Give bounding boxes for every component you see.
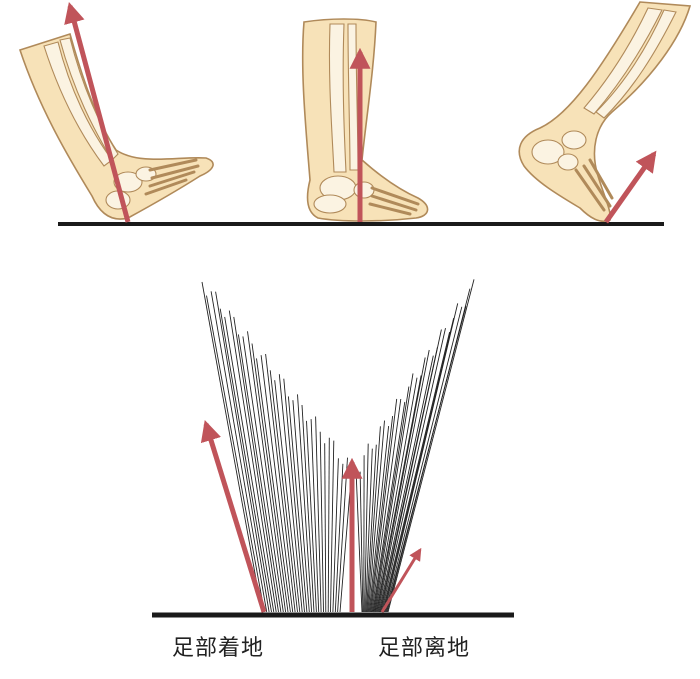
fan-line — [216, 292, 270, 612]
fan-line — [383, 332, 450, 612]
fan-line — [261, 355, 293, 612]
fan-line — [328, 438, 329, 612]
foot-toe-off-icon — [519, 2, 690, 221]
fan-line — [384, 318, 454, 612]
fan-line — [385, 307, 462, 612]
foot-midstance-icon — [303, 19, 428, 221]
fan-line — [331, 441, 334, 612]
fan-line — [333, 458, 339, 612]
fan-line — [384, 303, 457, 612]
foot-heel-strike-icon — [20, 34, 213, 219]
fan-line — [376, 376, 421, 613]
fan-lines-foot-off — [356, 279, 474, 612]
fan-lines-foot-strike — [202, 282, 352, 612]
foot-off-label: 足部离地 — [378, 630, 470, 662]
force-arrow-toe-off — [606, 154, 654, 222]
foot-strike-label: 足部着地 — [172, 630, 264, 662]
fan-line — [375, 373, 413, 612]
fan-line — [388, 279, 474, 612]
fan-line — [381, 330, 442, 613]
fan-line — [387, 289, 470, 612]
fan-line — [325, 443, 326, 612]
fan-line — [229, 311, 276, 612]
